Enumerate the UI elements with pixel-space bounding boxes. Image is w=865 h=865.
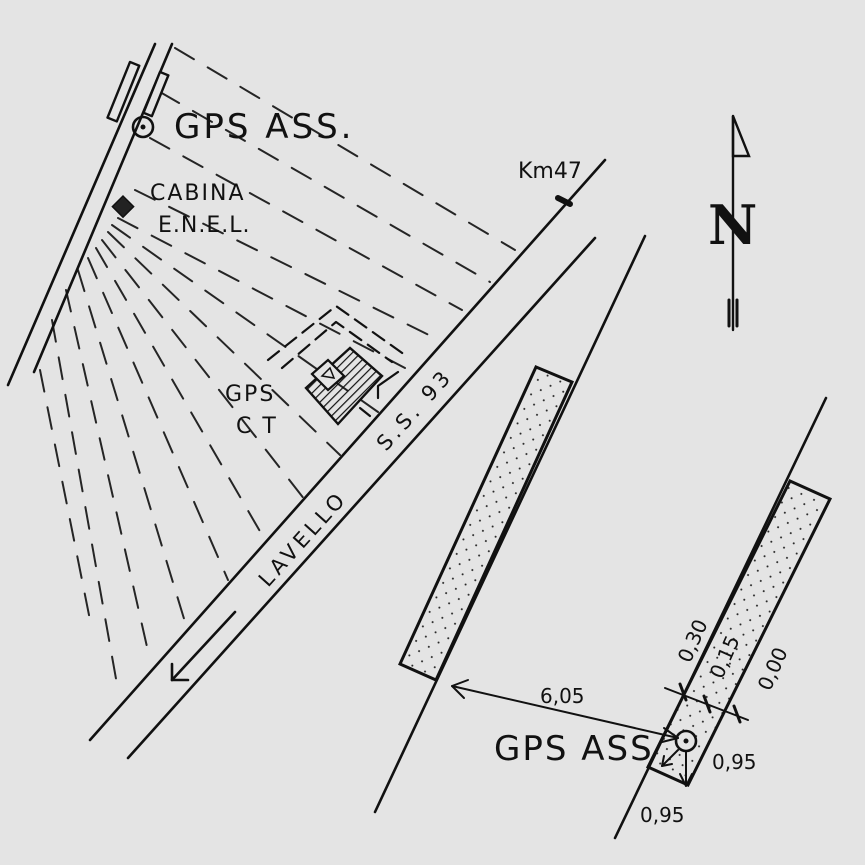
cabina-enel-box: [111, 194, 135, 219]
km-marker-label: Km47: [518, 159, 582, 184]
dotted-strip-left: [398, 365, 575, 682]
dim-095-right: 0,95: [712, 750, 757, 774]
field-hatching: [39, 47, 516, 691]
gps-ass-top-label: GPS ASS.: [174, 107, 354, 147]
dotted-strip-right: [645, 479, 833, 787]
road-ss93: [88, 158, 607, 760]
direction-arrow: [170, 610, 237, 682]
north-letter: N: [708, 193, 757, 257]
dimension-lines: [451, 679, 749, 787]
dim-605: 6,05: [540, 684, 585, 708]
cabina-label-line1: CABINA: [150, 181, 246, 206]
dim-000: 0,00: [753, 644, 793, 694]
north-arrow: [727, 114, 751, 332]
left-boundary-lines: [6, 42, 174, 387]
dim-095-bottom: 0,95: [640, 803, 685, 827]
cabina-label-line2: E.N.E.L.: [158, 213, 251, 238]
gps-ass-top-marker: [131, 115, 155, 139]
gps-ass-bottom-label: GPS ASS: [494, 729, 654, 769]
gps-ct-label-line1: GPS: [225, 382, 275, 407]
gps-ct-building: [266, 304, 407, 426]
gps-ct-label-line2: C T: [236, 414, 278, 439]
